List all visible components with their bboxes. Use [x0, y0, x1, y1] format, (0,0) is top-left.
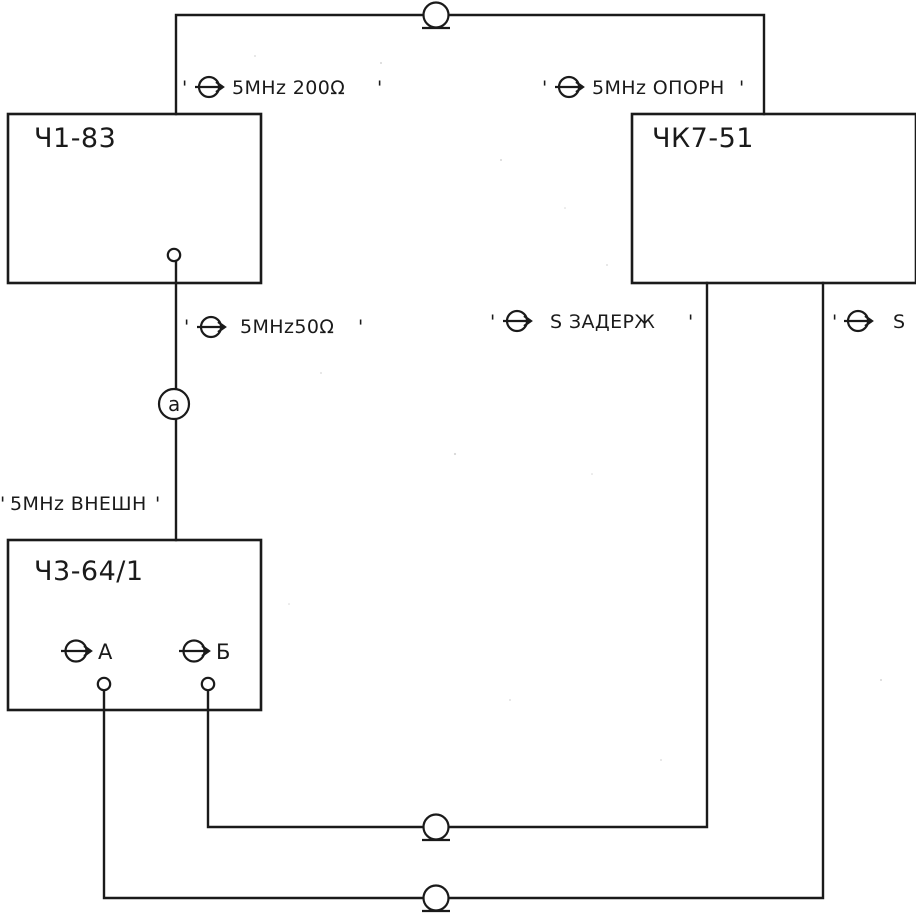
device-chk7-51-label: ЧК7-51: [652, 123, 754, 154]
port-a-label: А: [98, 640, 113, 664]
terminal-icon: [166, 247, 182, 263]
port-b-label: Б: [216, 640, 230, 664]
signal-label-s: ' S: [832, 309, 905, 333]
quote-mark-right: ': [739, 77, 745, 99]
port-b: Б: [179, 639, 230, 692]
quote-mark-left: ': [182, 77, 188, 99]
top-coax-connector: [422, 1, 450, 30]
quote-mark-right: ': [358, 316, 364, 338]
cable-a-to-s-output: [102, 281, 825, 900]
quote-mark-left: ': [184, 316, 190, 338]
arrowhead-icon: [523, 315, 533, 327]
quote-mark-left: ': [0, 493, 6, 515]
cable-a-label: a: [168, 392, 181, 416]
top-cable: [174, 13, 766, 116]
terminal-icon: [96, 676, 112, 692]
coax-connector-icon: [422, 813, 450, 841]
bottom-coax-connector: [422, 884, 450, 913]
signal-5mhz-200-ohm: 5MHz 200Ω: [232, 77, 345, 99]
quote-mark-left: ': [542, 77, 548, 99]
signal-s: S: [893, 311, 905, 333]
terminal-icon: [200, 676, 216, 692]
signal-label-50-ohm: ' 5MHz50Ω ': [184, 315, 364, 339]
background-specks: [254, 55, 882, 761]
arrowhead-icon: [575, 81, 585, 93]
device-ch3-64-1: Ч3-64/1 А Б: [6, 538, 263, 712]
device-ch1-83: Ч1-83: [6, 112, 263, 285]
signal-label-delay: ' S ЗАДЕРЖ ': [490, 309, 694, 333]
signal-s-delay: S ЗАДЕРЖ: [550, 311, 655, 333]
arrowhead-icon: [217, 321, 227, 333]
cable-marker-icon: [157, 387, 191, 421]
arrowhead-icon: [201, 645, 211, 657]
arrowhead-icon: [83, 645, 93, 657]
device-chk7-51: ЧК7-51: [630, 112, 916, 285]
coax-connector-icon: [422, 884, 450, 912]
signal-label-external: ' 5MHz ВНЕШН ': [0, 493, 161, 515]
device-ch1-83-label: Ч1-83: [34, 123, 116, 154]
port-a: А: [61, 639, 113, 692]
middle-coax-connector: [422, 813, 450, 842]
cable-b-to-delay: [206, 281, 709, 829]
signal-5mhz-external: 5MHz ВНЕШН: [10, 493, 147, 515]
signal-label-200-ohm: ' 5MHz 200Ω ': [182, 75, 383, 99]
signal-5mhz-reference: 5MHz ОПОРН: [592, 77, 725, 99]
signal-5mhz-50-ohm: 5MHz50Ω: [240, 316, 334, 338]
quote-mark-right: ': [377, 77, 383, 99]
coax-connector-icon: [422, 1, 450, 29]
arrowhead-icon: [864, 315, 874, 327]
quote-mark-left: ': [490, 311, 496, 333]
arrowhead-icon: [215, 81, 225, 93]
quote-mark-left: ': [832, 311, 838, 333]
quote-mark-right: ': [155, 493, 161, 515]
quote-mark-right: ': [688, 311, 694, 333]
device-ch3-64-1-label: Ч3-64/1: [34, 556, 144, 587]
signal-label-reference: ' 5MHz ОПОРН ': [542, 75, 745, 99]
cable-a-marker: a: [157, 387, 191, 421]
